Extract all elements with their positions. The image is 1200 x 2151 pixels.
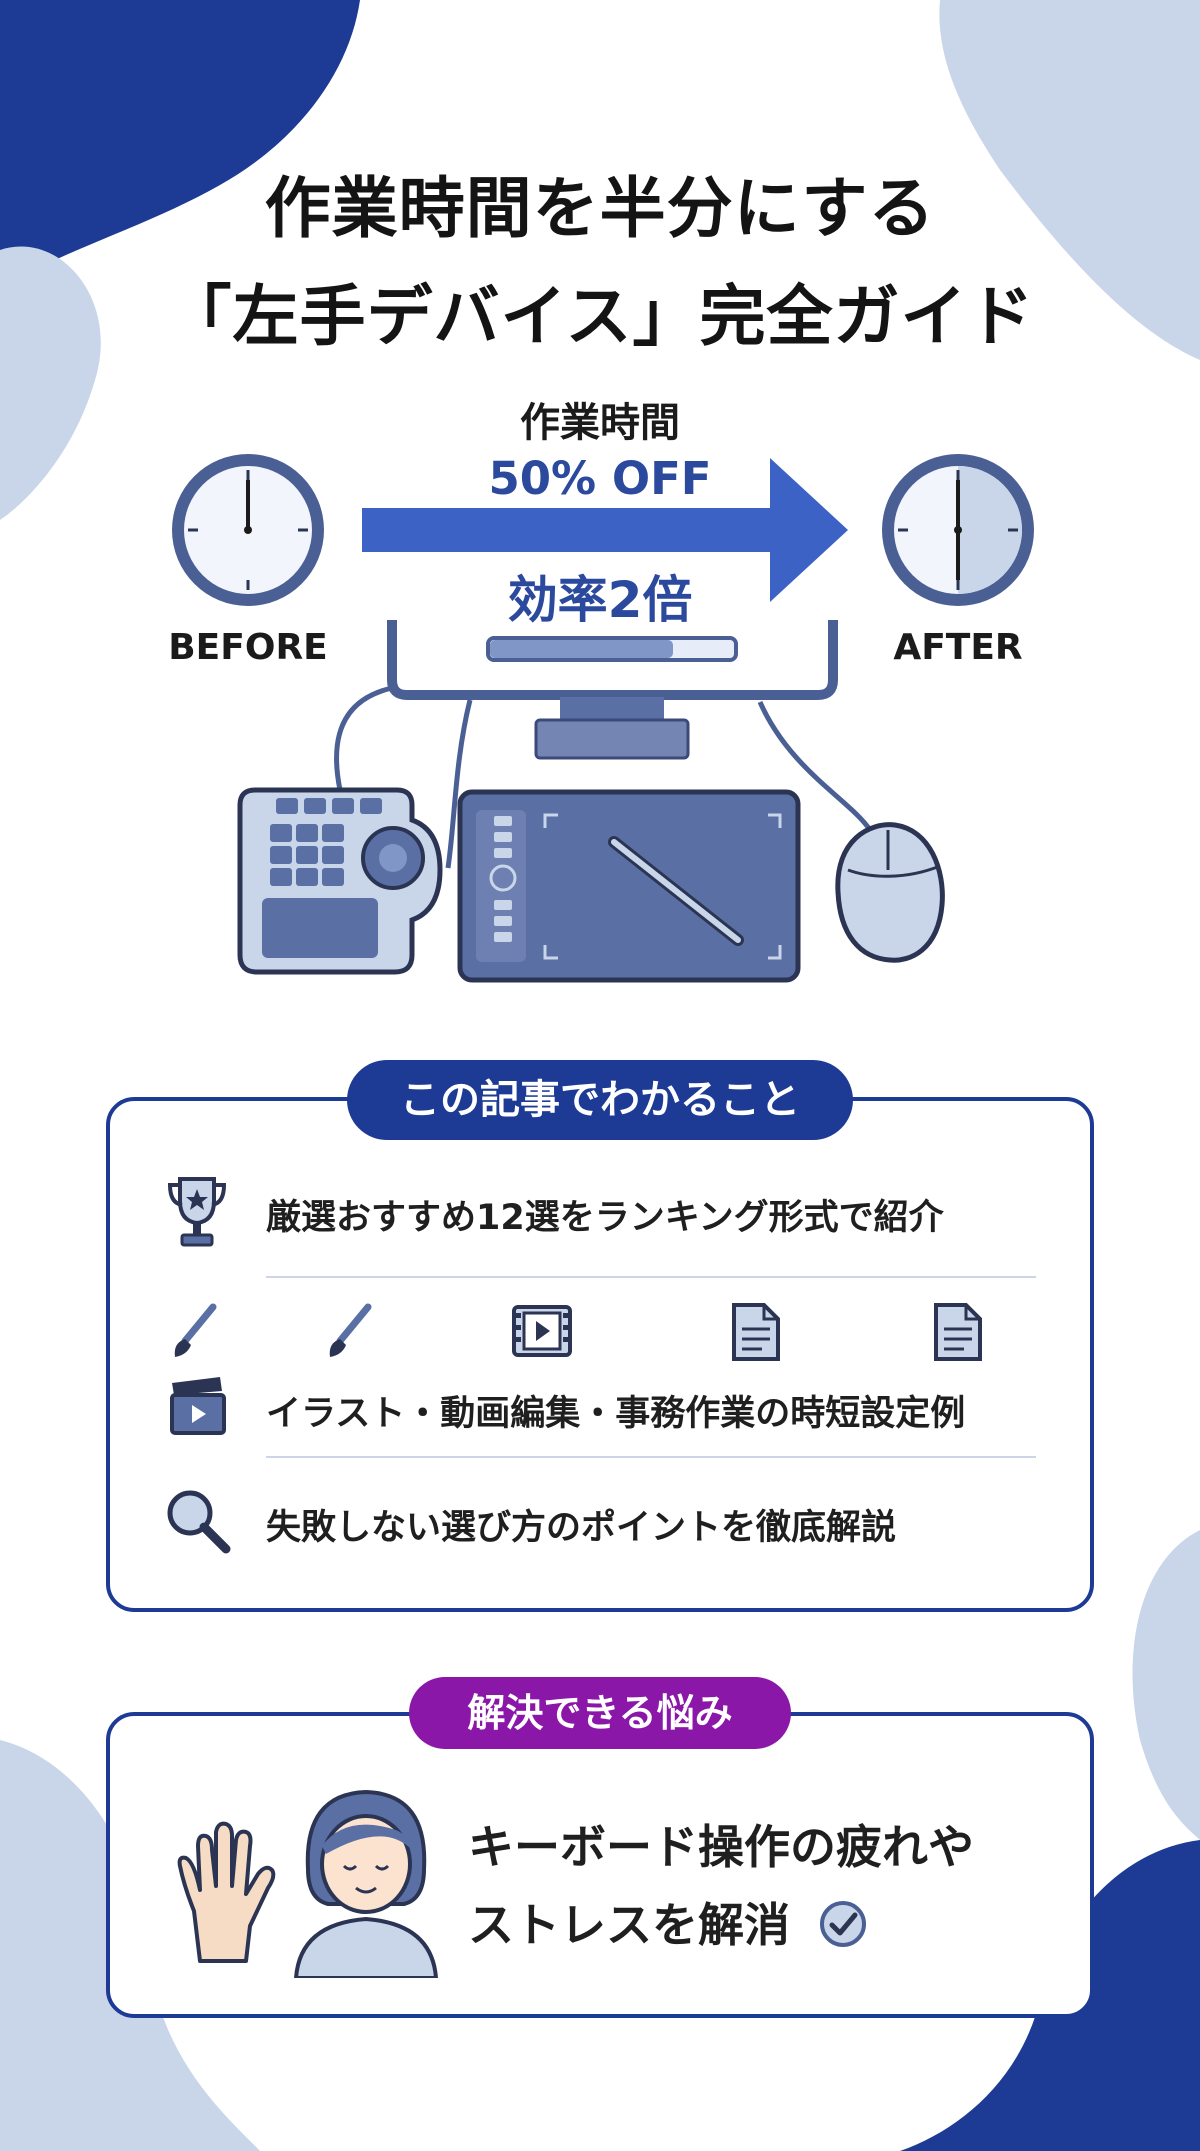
document-icon: [732, 1303, 780, 1361]
learn-item-text: 失敗しない選び方のポイントを徹底解説: [266, 1508, 897, 1548]
divider: [266, 1456, 1036, 1458]
stylus-icon: [608, 836, 744, 946]
list-item: イラスト・動画編集・事務作業の時短設定例: [110, 1301, 1090, 1451]
check-circle-icon: [820, 1901, 867, 1947]
trouble-line-2-text: ストレスを解消: [468, 1898, 790, 1952]
off-label: 50% OFF: [488, 452, 712, 505]
trophy-icon: [167, 1177, 227, 1247]
monitor-icon: [387, 620, 838, 760]
mouse-icon: [835, 822, 945, 963]
list-item: 失敗しない選び方のポイントを徹底解説: [110, 1481, 1090, 1561]
title-line-1: 作業時間を半分にする: [264, 170, 936, 247]
keypad-icon: [237, 787, 443, 975]
trouble-line-1: キーボード操作の疲れや: [468, 1820, 974, 1874]
hero-illustration: [172, 454, 1034, 983]
pen-tablet-icon: [457, 789, 801, 983]
brush-icon: [329, 1303, 372, 1357]
page-title: 作業時間を半分にする 「左手デバイス」完全ガイド: [0, 155, 1200, 371]
after-clock-icon: [882, 454, 1034, 606]
after-label: AFTER: [893, 627, 1023, 668]
time-label: 作業時間: [520, 400, 680, 446]
trouble-text: キーボード操作の疲れや ストレスを解消: [468, 1808, 974, 1964]
title-line-2: 「左手デバイス」完全ガイド: [165, 278, 1035, 355]
arrow-icon: [362, 458, 848, 602]
trouble-heading: 解決できる悩み: [409, 1677, 791, 1749]
brush-icon: [174, 1303, 217, 1357]
learn-heading: この記事でわかること: [347, 1060, 853, 1140]
avatar: [293, 1789, 439, 1978]
learn-item-text: 厳選おすすめ12選をランキング形式で紹介: [266, 1198, 944, 1238]
trouble-line-2: ストレスを解消: [468, 1886, 974, 1964]
film-strip-icon: [512, 1305, 572, 1357]
list-item: 厳選おすすめ12選をランキング形式で紹介: [110, 1171, 1090, 1251]
magnifier-icon: [167, 1490, 231, 1554]
clapperboard-icon: [170, 1377, 226, 1435]
trouble-card: [106, 1712, 1094, 2018]
before-label: BEFORE: [168, 627, 328, 668]
divider: [266, 1276, 1036, 1278]
learn-card: 厳選おすすめ12選をランキング形式で紹介: [106, 1097, 1094, 1612]
document-icon: [934, 1303, 982, 1361]
learn-item-text: イラスト・動画編集・事務作業の時短設定例: [266, 1394, 966, 1434]
before-clock-icon: [172, 454, 324, 606]
hand-icon: [177, 1821, 276, 1963]
efficiency-label: 効率2倍: [507, 571, 693, 629]
